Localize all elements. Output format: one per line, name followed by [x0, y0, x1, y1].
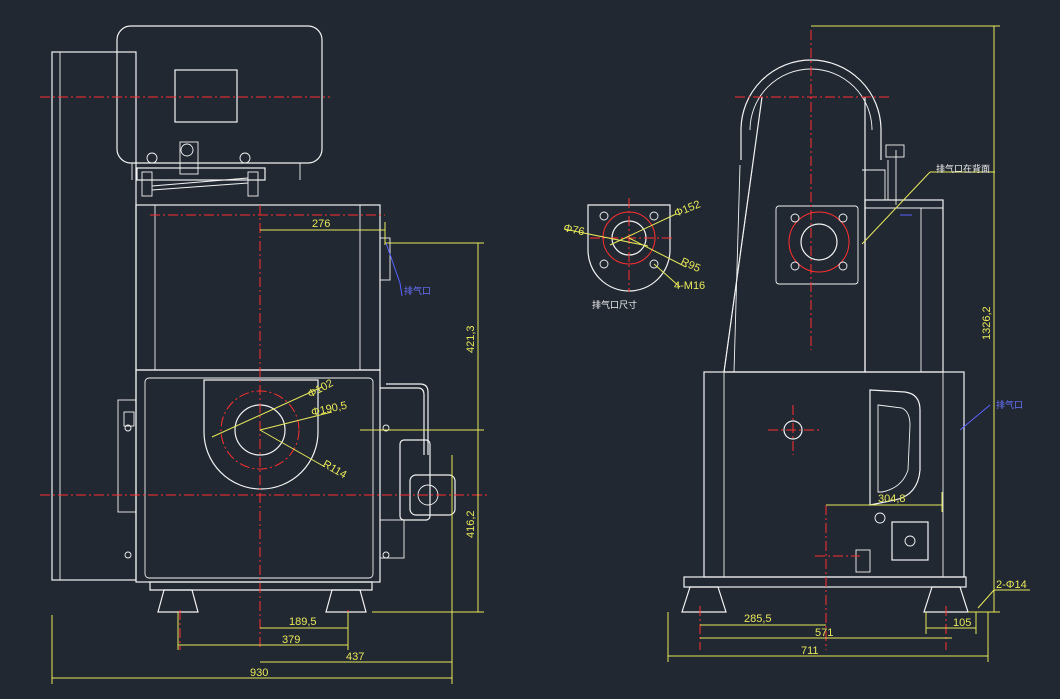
dim-d152: Φ152 — [673, 198, 703, 219]
dim-304-8: 304,8 — [878, 493, 906, 505]
dim-285-5: 285,5 — [744, 613, 772, 625]
side-inspection-box — [891, 521, 929, 561]
front-foot-right — [325, 589, 367, 613]
note-front-port: 排气口 — [404, 285, 431, 297]
side-view — [681, 30, 969, 650]
dim-571: 571 — [815, 627, 833, 639]
annotation-leaders — [385, 214, 991, 431]
dim-276: 276 — [312, 218, 330, 230]
side-body — [723, 96, 866, 373]
dim-1326-2: 1326,2 — [981, 306, 993, 340]
dim-930: 930 — [250, 667, 268, 679]
dim-d76: Φ76 — [562, 222, 585, 238]
dim-416-2: 416,2 — [465, 510, 477, 538]
note-side-top: 排气口在背面 — [936, 163, 990, 175]
side-casing — [51, 51, 137, 581]
side-upper-block — [864, 199, 944, 373]
exhaust-pipe — [380, 383, 429, 455]
valve-body — [399, 439, 431, 521]
front-foot-left — [157, 589, 199, 613]
dim-421-3: 421,3 — [465, 325, 477, 353]
motor-body — [116, 25, 323, 164]
dim-d102: Φ102 — [306, 377, 336, 400]
dim-r95: R95 — [679, 256, 702, 275]
dimension-lines — [51, 25, 1030, 684]
dim-2-d14: 2-Φ14 — [996, 579, 1027, 591]
dim-r114: R114 — [321, 458, 349, 481]
side-lower-body — [703, 371, 965, 578]
detail-flange — [587, 204, 671, 292]
dim-437: 437 — [346, 651, 364, 663]
front-view — [40, 25, 490, 650]
inlet-flange — [203, 379, 319, 490]
side-base — [683, 576, 967, 588]
motor-terminal-box — [174, 69, 238, 123]
drive-cover — [740, 59, 882, 131]
dim-711: 711 — [801, 645, 819, 657]
cam-window — [869, 389, 921, 506]
dim-379: 379 — [282, 634, 300, 646]
note-side-port: 排气口 — [996, 399, 1023, 411]
dim-d190-5: Φ190,5 — [310, 400, 348, 419]
side-port-bore — [800, 223, 838, 261]
motor-bracket — [136, 167, 266, 181]
dim-4-m16: 4-M16 — [674, 280, 705, 292]
dim-105: 105 — [953, 617, 971, 629]
exhaust-flange-detail — [587, 198, 675, 292]
dim-189-5: 189,5 — [289, 616, 317, 628]
side-foot-left — [681, 586, 727, 613]
note-detail-caption: 排气口尺寸 — [592, 299, 637, 311]
